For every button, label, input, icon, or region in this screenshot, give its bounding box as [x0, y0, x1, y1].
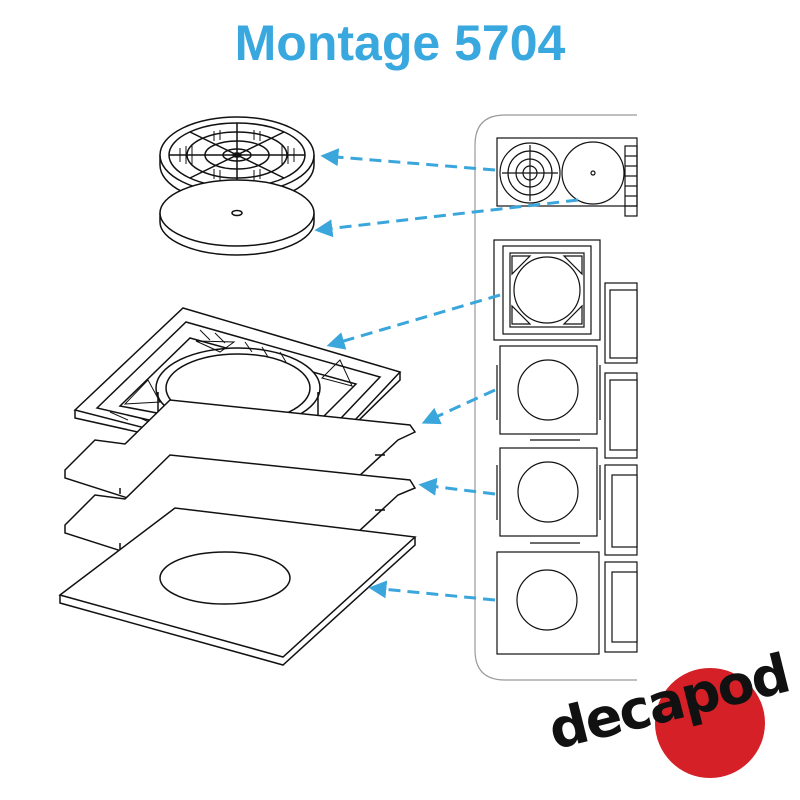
decapod-logo: decapod	[542, 642, 795, 793]
sprue-sheet-icon	[474, 114, 638, 681]
base-plate-icon	[58, 507, 417, 666]
round-grate-slots	[179, 130, 295, 180]
round-disc-icon	[159, 179, 315, 256]
assembly-arrow-icon	[314, 148, 579, 602]
logo-red-disc-icon	[655, 668, 765, 778]
page-title: Montage 5704	[234, 15, 566, 71]
